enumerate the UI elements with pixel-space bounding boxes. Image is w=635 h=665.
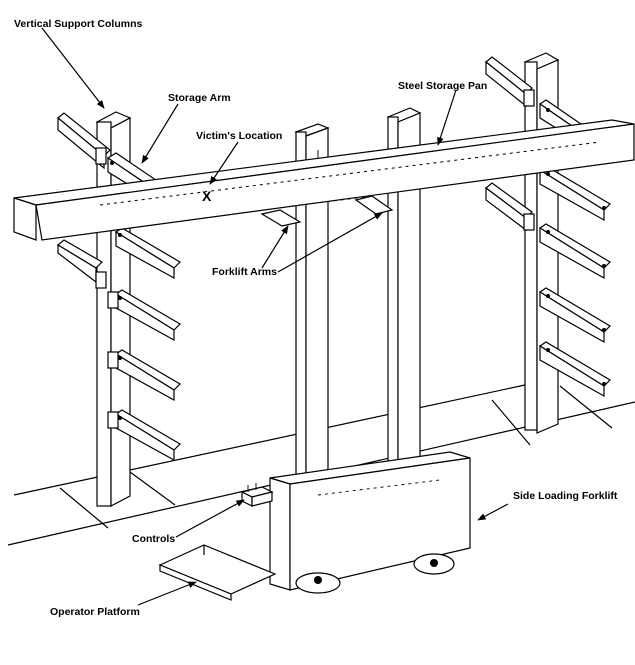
arrow-victim-location [209,141,239,185]
forklift-body [158,451,471,601]
victim-marker: X [202,188,212,204]
arrow-storage-arm [141,103,179,164]
left-storage-arms [56,227,181,462]
steel-storage-pan [13,119,635,241]
label-controls: Controls [132,533,176,545]
right-storage-arms [485,56,612,398]
arrow-side-loading-forklift [477,503,509,521]
label-steel-storage-pan: Steel Storage Pan [398,80,488,92]
arrow-vertical-columns [41,27,105,109]
arrow-forklift-arm-1 [261,225,289,269]
label-storage-arm: Storage Arm [168,92,231,104]
callout-arrows [41,27,509,606]
label-victims-location: Victim's Location [196,130,283,142]
label-side-loading-forklift: Side Loading Forklift [513,490,618,502]
label-forklift-arms: Forklift Arms [212,266,277,278]
arrow-forklift-arm-2 [277,212,383,273]
arrow-steel-pan [437,89,457,146]
forklift-arms [260,195,394,227]
arrow-operator-platform [137,581,197,606]
label-operator-platform: Operator Platform [50,606,140,618]
arrow-controls [175,499,245,538]
label-vertical-support-columns: Vertical Support Columns [14,18,143,30]
